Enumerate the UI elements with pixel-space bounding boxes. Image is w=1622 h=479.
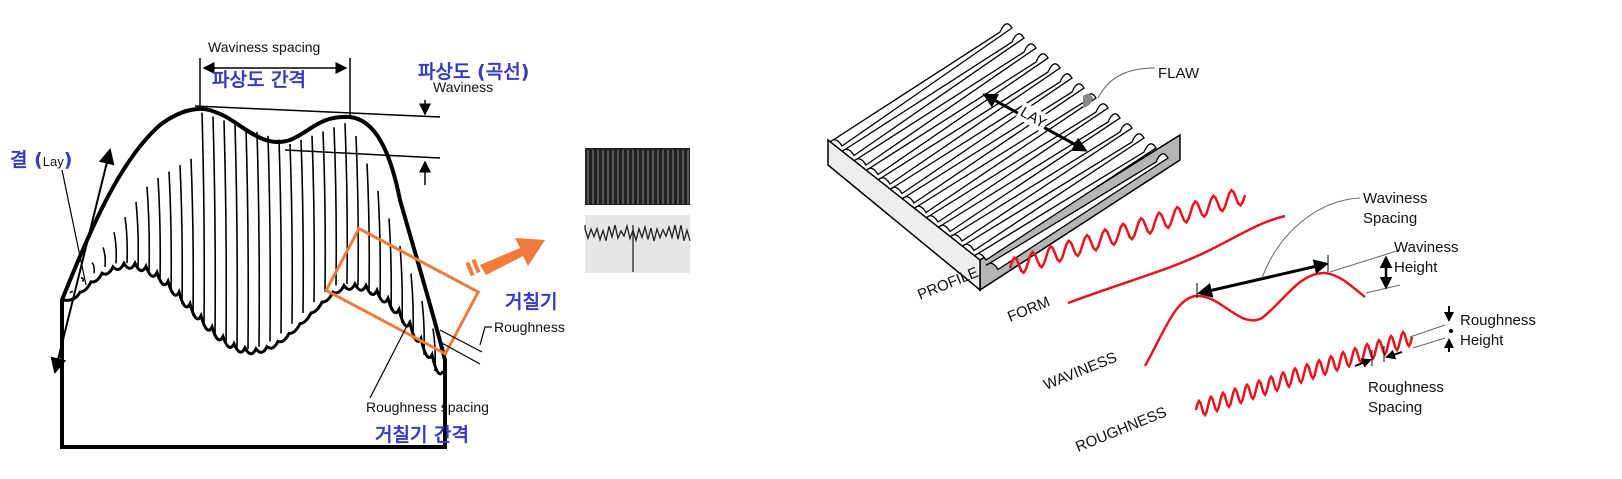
form-curve <box>1068 216 1285 303</box>
roughness-height-label: RoughnessHeight <box>1460 312 1536 349</box>
form-label: FORM <box>1005 293 1052 325</box>
waviness-spacing-label: Waviness spacing <box>208 39 320 55</box>
roughness-ko-label: 거칠기 <box>505 291 557 313</box>
right-panel: LAY FLAW PROFILE FORM WAVINESS ROUGHNESS… <box>828 24 1536 456</box>
workpiece-outline <box>62 109 445 447</box>
roughness-spacing-label: Roughness spacing <box>366 399 489 415</box>
roughness-label: ROUGHNESS <box>1073 404 1169 456</box>
waviness-label: Waviness <box>433 79 493 95</box>
waviness-spacing-label: WavinessSpacing <box>1363 190 1427 227</box>
waviness-label: WAVINESS <box>1041 349 1119 394</box>
roughness-label: Roughness <box>494 319 565 335</box>
flaw-mark <box>1083 94 1093 108</box>
profile-label: PROFILE <box>915 264 981 304</box>
roughness-spacing-ko-label: 거칠기 간격 <box>375 424 469 446</box>
roughness-spacing-label: RoughnessSpacing <box>1368 379 1444 416</box>
profile-photo <box>585 215 690 273</box>
flaw-label: FLAW <box>1158 65 1200 82</box>
waviness-curve <box>1145 273 1365 366</box>
left-panel: Waviness spacing 파상도 간격 파상도 (곡선) Wavines… <box>10 39 690 447</box>
waviness-height-label: WavinessHeight <box>1394 239 1458 276</box>
lay-ko-label: 결 (Lay) <box>10 149 72 171</box>
magnify-arrow-icon <box>466 238 545 276</box>
waviness-spacing-ko-label: 파상도 간격 <box>212 69 306 91</box>
